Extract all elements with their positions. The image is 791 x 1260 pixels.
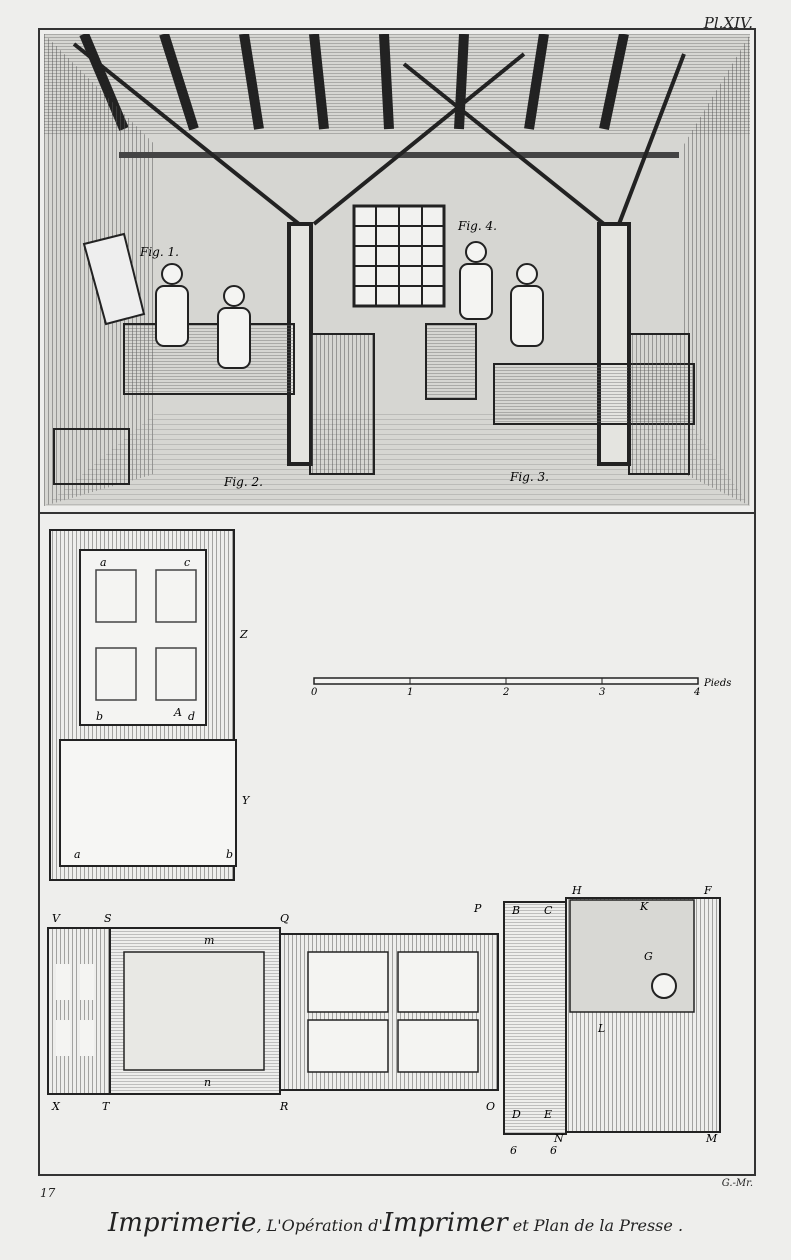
press-plan: a c b d A a b Z Y 0 1 2 3 4 Pieds — [47, 529, 731, 1157]
plate-number: Pl.XIV. — [703, 14, 753, 32]
letter-B: B — [511, 904, 520, 917]
page-1 — [95, 569, 137, 623]
fig1-label: Fig. 1. — [139, 245, 179, 259]
ceiling — [44, 34, 750, 134]
left-press-cheek — [309, 333, 375, 475]
letter-C: C — [544, 904, 553, 917]
tympan-plan: a c b d A a b Z Y — [49, 529, 251, 881]
letter-M: M — [705, 1132, 718, 1145]
scale-tick-0: 0 — [311, 687, 318, 698]
tympan-sheet — [59, 739, 237, 867]
letter-n: n — [204, 1076, 211, 1089]
letter-E: E — [543, 1108, 552, 1121]
letter-Z: Z — [239, 628, 248, 641]
letter-F: F — [703, 884, 712, 897]
letter-S: S — [104, 912, 112, 925]
letter-G: G — [644, 950, 653, 963]
ink-block — [47, 927, 111, 1095]
plate-frame — [38, 28, 756, 1176]
letter-a: a — [100, 556, 107, 569]
letter-L: L — [597, 1022, 605, 1035]
caption-imprimer: Imprimer — [382, 1208, 508, 1238]
right-press-cheek — [628, 333, 690, 475]
letter-O: O — [486, 1100, 495, 1113]
page-3 — [95, 647, 137, 701]
section-divider — [38, 512, 756, 514]
letter-Q: Q — [280, 912, 289, 925]
letter-T: T — [102, 1100, 111, 1113]
letter-Y: Y — [242, 794, 251, 807]
ink-ball — [651, 973, 677, 999]
caption-imprimerie: Imprimerie — [107, 1208, 257, 1238]
letter-X: X — [51, 1100, 61, 1113]
press-bed-plan: V S Q P B C H F K G L m n X T R O D E N … — [47, 884, 721, 1157]
caption-operation: , L'Opération d' — [256, 1216, 383, 1235]
letter-d: d — [188, 710, 195, 723]
workers — [155, 241, 544, 369]
ink-slab — [569, 899, 695, 1013]
letter-A: A — [173, 706, 182, 719]
letter-D: D — [511, 1108, 521, 1121]
letter-R: R — [279, 1100, 288, 1113]
print-shop-scene: Fig. 1. Fig. 2. Fig. 3. Fig. 4. — [44, 34, 750, 506]
window — [352, 204, 446, 308]
letter-b-2: b — [226, 848, 233, 861]
plate-caption: Imprimerie, L'Opération d'Imprimer et Pl… — [0, 1208, 791, 1238]
engraver-signature: G.-Mr. — [721, 1178, 753, 1189]
letter-N: N — [553, 1132, 564, 1145]
left-press-bed — [123, 323, 295, 395]
tympan-frame — [82, 232, 146, 326]
scale-tick-3: 3 — [599, 687, 605, 698]
page-2 — [155, 569, 197, 623]
fig3-label: Fig. 3. — [509, 470, 549, 484]
scale-unit: Pieds — [703, 678, 731, 689]
chest — [53, 428, 130, 485]
letter-b: b — [96, 710, 103, 723]
fig4-label: Fig. 4. — [457, 219, 497, 233]
fig2-label: Fig. 2. — [223, 475, 263, 489]
scale-tick-2: 2 — [502, 687, 509, 698]
ceiling-beams — [79, 34, 629, 131]
letter-6-right: 6 — [550, 1144, 557, 1157]
winch — [503, 901, 567, 1135]
letter-V: V — [52, 912, 61, 925]
right-wall — [684, 34, 750, 506]
letter-m: m — [204, 934, 214, 947]
page-4 — [155, 647, 197, 701]
forme-sheet — [79, 549, 207, 726]
letter-c: c — [184, 556, 190, 569]
paper-cabinet — [425, 323, 477, 400]
letter-P: P — [473, 902, 482, 915]
letter-6-left: 6 — [510, 1144, 517, 1157]
letter-K: K — [639, 900, 649, 913]
caption-plan: et Plan de la Presse . — [507, 1216, 684, 1235]
floor — [44, 414, 750, 506]
scale-tick-4: 4 — [693, 687, 700, 698]
scale-tick-1: 1 — [407, 687, 413, 698]
scale-bar: 0 1 2 3 4 Pieds — [311, 677, 731, 698]
letter-a-2: a — [74, 848, 81, 861]
letter-H: H — [571, 884, 582, 897]
sheet-number: 17 — [40, 1186, 56, 1200]
